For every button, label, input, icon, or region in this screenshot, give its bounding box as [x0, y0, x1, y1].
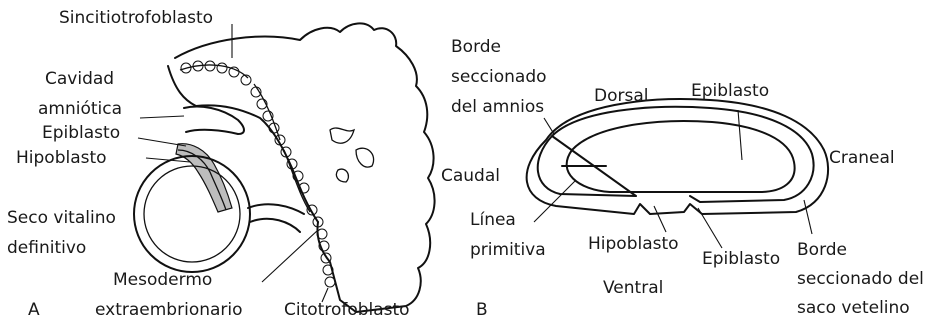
amniotic-cavity — [184, 107, 244, 135]
villi-boundary — [168, 66, 318, 222]
label-mesodermo-line2: extraembrionario — [95, 300, 243, 320]
label-borde-saco-line1: Borde — [797, 240, 847, 260]
label-linea-line1: Línea — [470, 210, 516, 230]
label-mesodermo-line1: Mesodermo — [113, 270, 212, 290]
label-seco-line2: definitivo — [7, 238, 86, 258]
label-borde-amnios-line1: Borde — [451, 37, 501, 57]
label-cavidad-line1: Cavidad — [45, 69, 114, 89]
lacunae — [330, 128, 374, 182]
label-linea-line2: primitiva — [470, 240, 546, 260]
panel-b-drawing — [527, 99, 828, 248]
panel-b-letter: B — [476, 300, 488, 320]
label-cavidad-line2: amniótica — [38, 99, 122, 119]
label-borde-amnios-line2: seccionado — [451, 67, 547, 87]
label-borde-saco-line2: seccionado del — [797, 269, 924, 289]
yolk-sac-inner — [144, 166, 240, 262]
label-citotrofoblasto: Citotrofoblasto — [284, 300, 410, 320]
yolk-sac-outer — [134, 156, 250, 272]
label-borde-saco-line3: saco vetelino — [797, 298, 910, 318]
connecting-stalk — [248, 204, 304, 232]
panel-a-letter: A — [28, 300, 40, 320]
label-craneal: Craneal — [829, 148, 895, 168]
leader-epiblasto-a — [138, 138, 186, 146]
label-caudal: Caudal — [441, 166, 500, 186]
yolk-sac-rim — [527, 99, 828, 214]
leader-borde-amnios — [544, 118, 554, 134]
leader-mesodermo — [262, 230, 318, 282]
leader-epiblasto-top — [738, 110, 742, 160]
label-hipoblasto-a: Hipoblasto — [16, 148, 107, 168]
leader-cavidad — [140, 116, 184, 118]
label-dorsal: Dorsal — [594, 86, 648, 106]
label-seco-line1: Seco vitalino — [7, 208, 116, 228]
label-hipoblasto-b: Hipoblasto — [588, 234, 679, 254]
leader-hipoblasto-b — [654, 206, 666, 232]
label-sincitiotrofoblasto: Sincitiotrofoblasto — [59, 8, 213, 28]
label-epiblasto-bottom: Epiblasto — [702, 249, 780, 269]
label-epiblasto-top: Epiblasto — [691, 81, 769, 101]
label-epiblasto-a: Epiblasto — [42, 123, 120, 143]
panel-a-drawing — [134, 23, 435, 312]
label-ventral: Ventral — [603, 278, 663, 298]
epiblast-disc — [567, 121, 795, 192]
label-borde-amnios-line3: del amnios — [451, 97, 544, 117]
